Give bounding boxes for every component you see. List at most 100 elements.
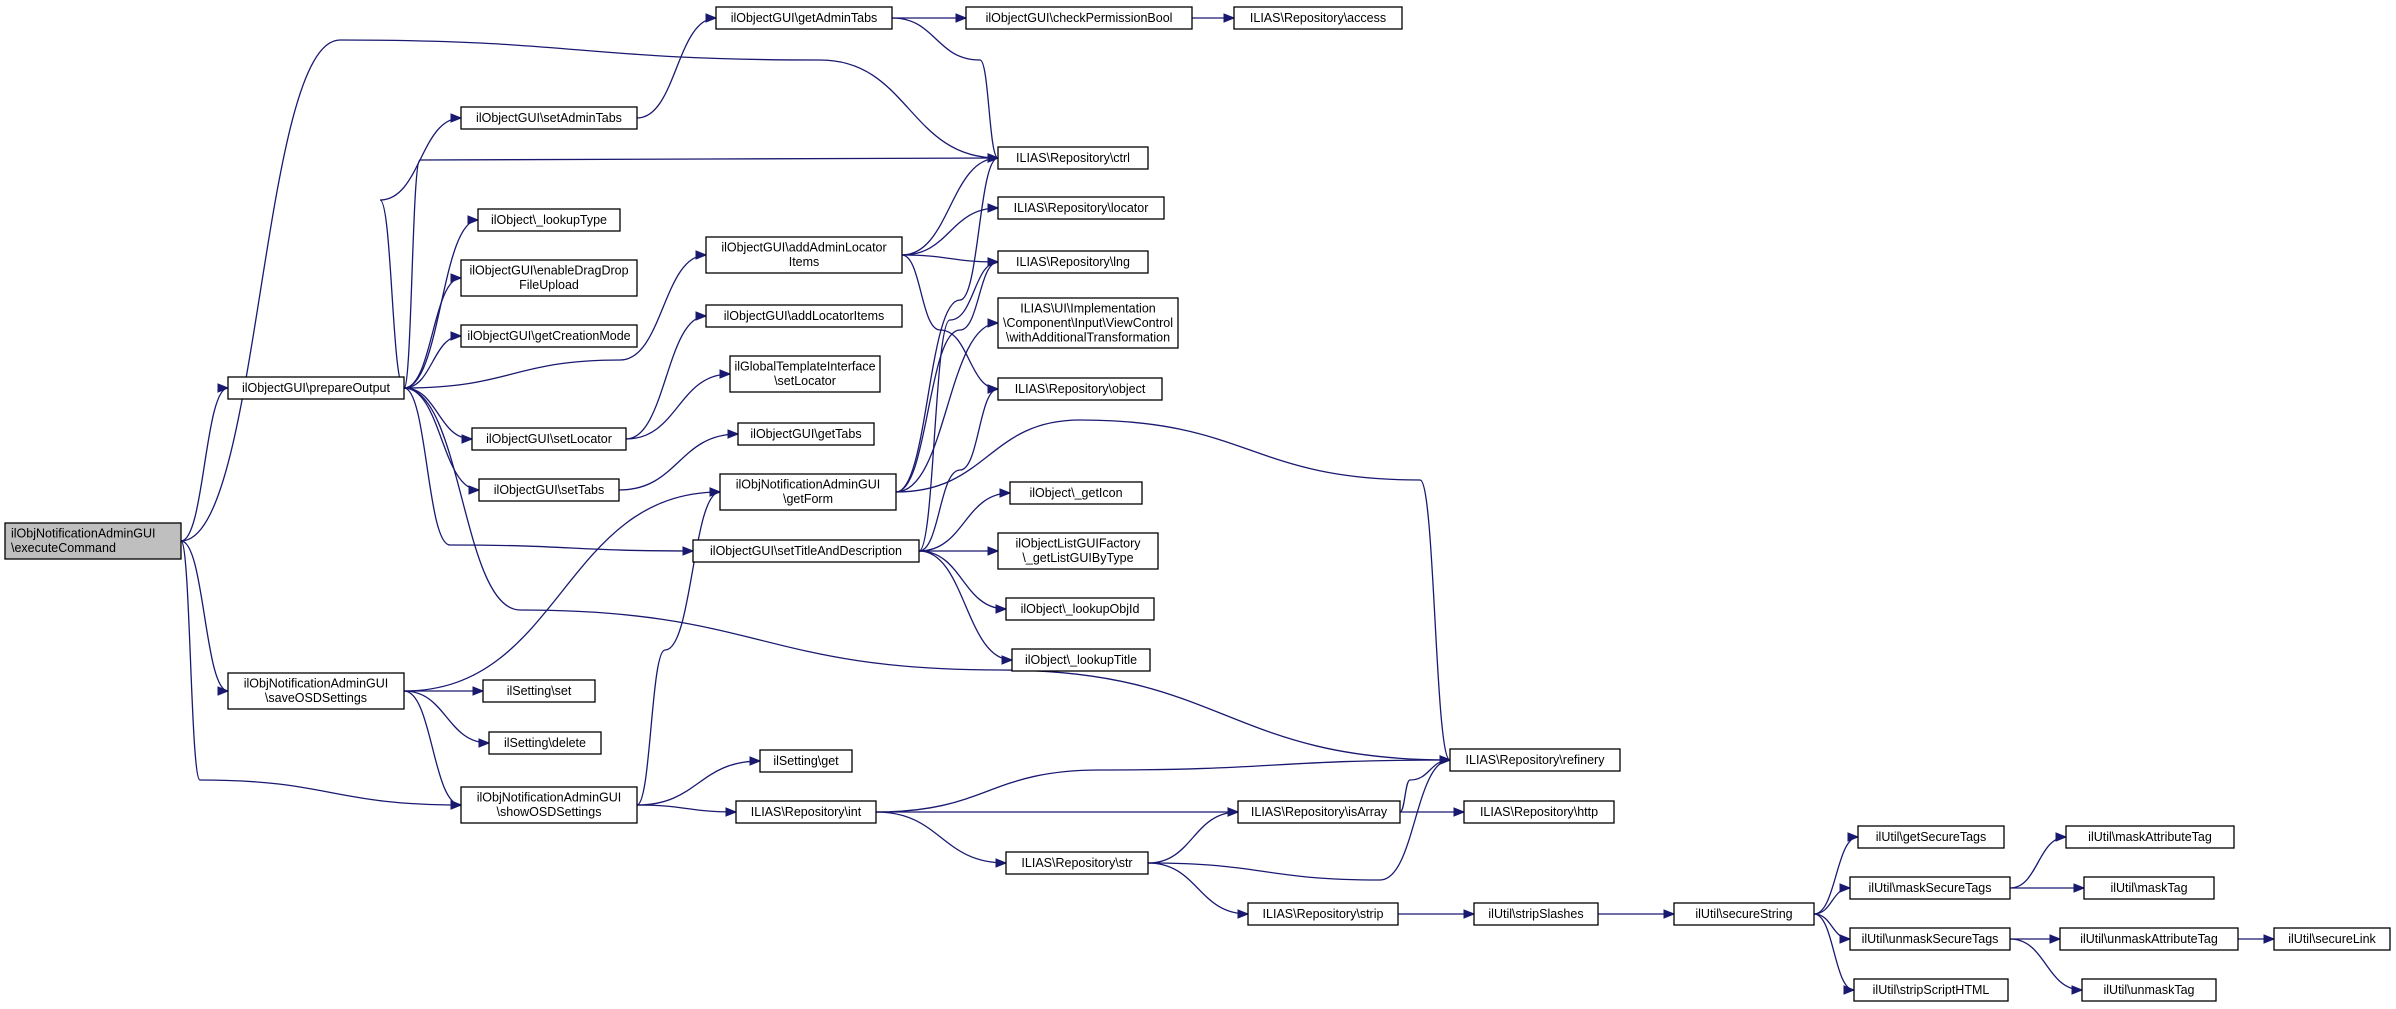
node-lookupType[interactable]: ilObject\_lookupType — [477, 208, 621, 232]
node-box — [997, 196, 1165, 220]
edge-prepareOutput-to-refinery — [403, 387, 1451, 761]
node-box — [460, 259, 638, 297]
node-box — [735, 800, 877, 824]
node-showOSD[interactable]: ilObjNotificationAdminGUI\showOSDSetting… — [460, 786, 638, 824]
arrowhead — [2049, 934, 2062, 944]
node-box — [1233, 6, 1403, 30]
arrowhead — [2263, 934, 2276, 944]
node-ctrl[interactable]: ILIAS\Repository\ctrl — [997, 146, 1149, 170]
arrowhead — [727, 429, 740, 439]
node-maskAttributeTag[interactable]: ilUtil\maskAttributeTag — [2065, 825, 2235, 849]
node-settingSet[interactable]: ilSetting\set — [482, 679, 596, 703]
edge-addAdminLocator-to-ctrl — [901, 157, 999, 256]
node-stripScriptHTML[interactable]: ilUtil\stripScriptHTML — [1853, 978, 2009, 1002]
node-box — [4, 522, 182, 560]
arrowhead — [995, 858, 1008, 868]
edge-setTitleDesc-to-object — [918, 388, 999, 552]
node-viewControl[interactable]: ILIAS\UI\Implementation\Component\Input\… — [997, 297, 1179, 349]
arrowhead — [2073, 883, 2086, 893]
node-box — [488, 731, 602, 755]
node-repoStrip[interactable]: ILIAS\Repository\strip — [1247, 902, 1399, 926]
node-getIcon[interactable]: ilObject\_getIcon — [1009, 481, 1143, 505]
node-lng[interactable]: ILIAS\Repository\lng — [997, 250, 1149, 274]
edge-root-to-prepareOutput — [180, 387, 229, 542]
node-box — [1005, 597, 1155, 621]
node-lookupObjId[interactable]: ilObject\_lookupObjId — [1005, 597, 1155, 621]
edge-getAdminTabs-to-ctrl — [891, 17, 999, 159]
edge-addAdminLocator-to-lng — [901, 254, 999, 263]
node-repoInt[interactable]: ILIAS\Repository\int — [735, 800, 877, 824]
node-checkPerm[interactable]: ilObjectGUI\checkPermissionBool — [965, 6, 1193, 30]
node-setTabs[interactable]: ilObjectGUI\setTabs — [478, 478, 620, 502]
node-locator[interactable]: ILIAS\Repository\locator — [997, 196, 1165, 220]
arrowhead — [2071, 985, 2084, 995]
node-box — [460, 786, 638, 824]
arrowhead — [695, 250, 708, 260]
node-label: ilUtil\stripSlashes — [1488, 907, 1583, 921]
node-box — [460, 324, 638, 348]
node-label: ilUtil\maskTag — [2110, 881, 2187, 895]
arrowhead — [450, 331, 463, 341]
node-access[interactable]: ILIAS\Repository\access — [1233, 6, 1403, 30]
edge-getForm-to-refinery — [895, 419, 1451, 761]
node-label: ilUtil\unmaskTag — [2103, 983, 2194, 997]
node-settingGet[interactable]: ilSetting\get — [759, 749, 853, 773]
node-repoStr[interactable]: ILIAS\Repository\str — [1005, 851, 1149, 875]
node-unmaskTag[interactable]: ilUtil\unmaskTag — [2081, 978, 2217, 1002]
node-label: ilObjNotificationAdminGUI — [477, 791, 622, 805]
edge-prepareOutput-to-setTitleDesc — [403, 387, 694, 552]
node-getAdminTabs[interactable]: ilObjectGUI\getAdminTabs — [715, 6, 893, 30]
node-label: ilUtil\unmaskAttributeTag — [2080, 932, 2218, 946]
edge-prepareOutput-to-setTabs — [403, 387, 480, 491]
node-box — [2081, 978, 2217, 1002]
node-secureLink[interactable]: ilUtil\secureLink — [2273, 927, 2391, 951]
edge-isArray-to-refinery — [1399, 759, 1451, 813]
node-http[interactable]: ILIAS\Repository\http — [1463, 800, 1615, 824]
node-maskTag[interactable]: ilUtil\maskTag — [2083, 876, 2215, 900]
node-unmaskSecureTags[interactable]: ilUtil\unmaskSecureTags — [1849, 927, 2011, 951]
node-isArray[interactable]: ILIAS\Repository\isArray — [1237, 800, 1401, 824]
node-label: ILIAS\UI\Implementation — [1020, 301, 1156, 315]
node-label: ilObjectGUI\prepareOutput — [242, 381, 391, 395]
node-gtiSetLocator[interactable]: ilGlobalTemplateInterface\setLocator — [729, 355, 881, 393]
arrowhead — [1001, 655, 1014, 665]
node-listGUIFactory[interactable]: ilObjectListGUIFactory\_getListGUIByType — [997, 532, 1159, 570]
node-getTabs[interactable]: ilObjectGUI\getTabs — [737, 422, 875, 446]
node-secureString[interactable]: ilUtil\secureString — [1673, 902, 1815, 926]
node-box — [2273, 927, 2391, 951]
node-getCreationMode[interactable]: ilObjectGUI\getCreationMode — [460, 324, 638, 348]
node-settingDelete[interactable]: ilSetting\delete — [488, 731, 602, 755]
node-lookupTitle[interactable]: ilObject\_lookupTitle — [1011, 648, 1151, 672]
node-box — [2065, 825, 2235, 849]
node-label: ilObjectGUI\getTabs — [750, 427, 861, 441]
edge-getForm-to-lng — [895, 261, 999, 493]
node-object[interactable]: ILIAS\Repository\object — [997, 377, 1163, 401]
node-prepareOutput[interactable]: ilObjectGUI\prepareOutput — [227, 376, 405, 400]
edge-setTabs-to-getTabs — [618, 433, 739, 491]
node-refinery[interactable]: ILIAS\Repository\refinery — [1449, 748, 1621, 772]
node-label: ilObjectGUI\addAdminLocator — [721, 241, 886, 255]
node-saveOSD[interactable]: ilObjNotificationAdminGUI\saveOSDSetting… — [227, 672, 405, 710]
node-setTitleDesc[interactable]: ilObjectGUI\setTitleAndDescription — [692, 539, 920, 563]
node-label: \Component\Input\ViewControl — [1003, 316, 1173, 330]
arrowhead — [999, 488, 1012, 498]
node-getForm[interactable]: ilObjNotificationAdminGUI\getForm — [719, 473, 897, 511]
node-box — [997, 250, 1149, 274]
edge-repoInt-to-repoStr — [875, 811, 1007, 864]
node-box — [1009, 481, 1143, 505]
node-stripSlashes[interactable]: ilUtil\stripSlashes — [1473, 902, 1599, 926]
node-maskSecureTags[interactable]: ilUtil\maskSecureTags — [1849, 876, 2011, 900]
arrowhead — [987, 257, 1000, 267]
node-root[interactable]: ilObjNotificationAdminGUI\executeCommand — [4, 522, 182, 560]
edge-repoStr-to-isArray — [1147, 811, 1239, 864]
node-getSecureTags[interactable]: ilUtil\getSecureTags — [1857, 825, 2005, 849]
node-setAdminTabs[interactable]: ilObjectGUI\setAdminTabs — [460, 106, 638, 130]
node-setLocator[interactable]: ilObjectGUI\setLocator — [471, 427, 627, 451]
node-addLocatorItems[interactable]: ilObjectGUI\addLocatorItems — [705, 304, 903, 328]
edge-secureString-to-getSecureTags — [1813, 836, 1859, 915]
node-unmaskAttributeTag[interactable]: ilUtil\unmaskAttributeTag — [2059, 927, 2239, 951]
node-label: ilObjectGUI\getAdminTabs — [731, 11, 878, 25]
